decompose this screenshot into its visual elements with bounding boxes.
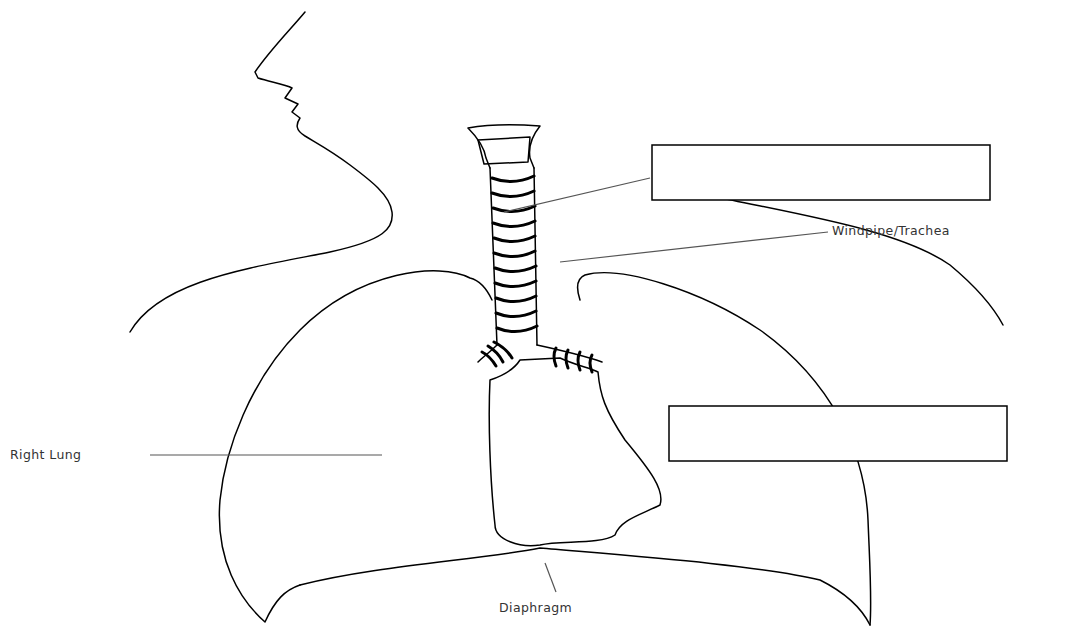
part-label: Windpipe/Trachea xyxy=(832,223,950,239)
leader-line xyxy=(150,454,382,455)
heart-outline xyxy=(489,358,661,546)
leader-line xyxy=(504,178,650,212)
trachea-rings xyxy=(482,176,592,372)
blank-label-box xyxy=(652,145,990,200)
part-label: Diaphragm xyxy=(499,600,572,616)
face-profile xyxy=(130,12,392,332)
bronchi-outline xyxy=(478,345,602,362)
larynx-outline xyxy=(468,125,540,168)
part-label: Right Lung xyxy=(10,447,81,463)
trachea-wall xyxy=(490,168,537,345)
blank-label-box xyxy=(669,406,1007,461)
leader-line xyxy=(560,232,828,262)
diaphragm-outline xyxy=(300,548,870,625)
shoulder-outline xyxy=(712,196,1003,325)
leader-line xyxy=(545,563,556,592)
left-lung-outline xyxy=(219,271,492,622)
larynx-inner xyxy=(478,137,530,164)
leader-lines xyxy=(150,178,828,592)
